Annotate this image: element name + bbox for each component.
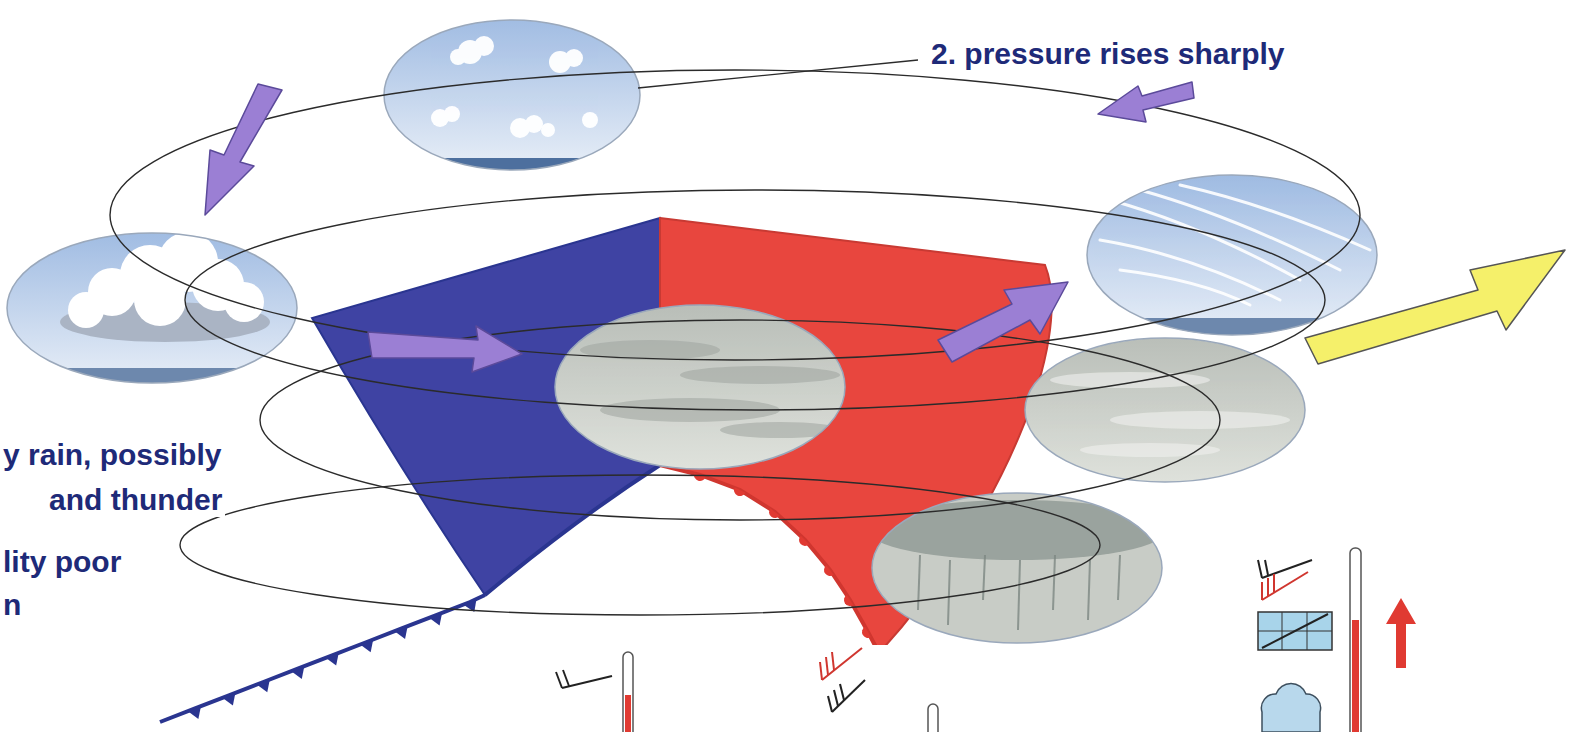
- cold-front-line: [160, 595, 485, 722]
- orbit-line: [180, 475, 1100, 615]
- cold-front-line: [485, 465, 660, 595]
- cloud-ellipse: [555, 305, 845, 469]
- purple-arrow: [368, 326, 522, 372]
- orbit-lines: [110, 60, 1360, 615]
- sky: [1085, 175, 1380, 340]
- warm-front-line: [660, 465, 880, 655]
- annotation-text: y rain, possibly: [0, 438, 224, 472]
- direction-arrow: [1305, 250, 1565, 364]
- purple-arrow: [938, 282, 1068, 362]
- cumulus-picture: [5, 230, 300, 390]
- fair-sky-picture: [380, 15, 650, 178]
- symbol-panel: [528, 645, 1033, 732]
- overcast-picture: [555, 305, 845, 470]
- thermometer: [1350, 548, 1361, 732]
- rise-arrow: [1386, 598, 1416, 668]
- cloud-streaks: [580, 340, 840, 438]
- wind-barb: [820, 648, 862, 680]
- orbit-line: [110, 70, 1360, 360]
- rain-streaks: [918, 555, 1120, 630]
- sea: [5, 368, 300, 388]
- annotation-text: 2. pressure rises sharply: [928, 37, 1288, 71]
- cloud-streaks: [1050, 372, 1290, 457]
- thermometer: [928, 704, 938, 732]
- small-clouds: [431, 36, 598, 138]
- purple-arrow: [205, 84, 282, 215]
- cirrus-picture: [1085, 175, 1380, 340]
- orbit-line: [260, 320, 1220, 520]
- cloud-icon: [1261, 684, 1320, 732]
- sky: [5, 230, 300, 390]
- thermometer: [623, 652, 633, 732]
- cirrus-streaks: [1100, 185, 1370, 305]
- sea: [380, 158, 650, 178]
- cloud-ellipse: [1025, 338, 1305, 482]
- overcast-sky: [1020, 335, 1310, 485]
- annotation-text: lity poor: [0, 545, 124, 579]
- thermometer-level: [1352, 620, 1359, 732]
- altostratus-picture: [1020, 335, 1310, 485]
- annotation-text: and thunder: [46, 483, 225, 517]
- sky: [380, 15, 650, 175]
- purple-arrow: [1098, 82, 1194, 122]
- leader-line: [638, 60, 918, 88]
- nimbostratus-cloud: [867, 500, 1167, 560]
- wind-barb: [828, 680, 865, 712]
- wind-barb: [1262, 572, 1308, 600]
- cloud-ellipse: [384, 20, 640, 170]
- cloud-ellipse: [1087, 175, 1377, 335]
- movement-arrows: [205, 82, 1194, 372]
- orbit-line: [185, 190, 1325, 410]
- wind-barb: [556, 670, 612, 688]
- annotation-text: n: [0, 588, 24, 622]
- visibility-window-icon: [1258, 612, 1332, 650]
- overcast-sky: [555, 305, 845, 470]
- thermometer-level: [625, 695, 631, 732]
- cloud-ellipse: [872, 493, 1162, 643]
